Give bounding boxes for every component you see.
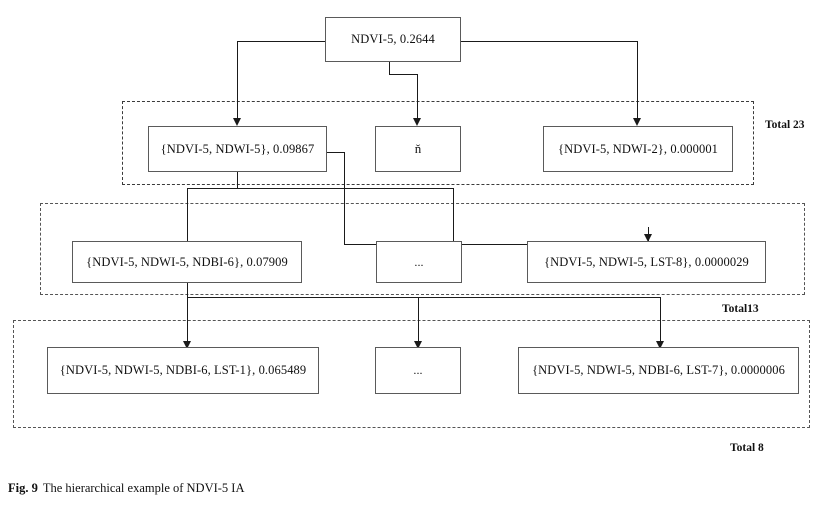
node-level3-lst8[interactable]: {NDVI-5, NDWI-5, LST-8}, 0.0000029 — [527, 241, 766, 283]
connector-l3-l4-left-drop — [187, 283, 188, 347]
arrowhead-l3-to-node-42 — [413, 341, 422, 349]
connector-root-mid-vertical-b — [417, 74, 418, 121]
connector-root-mid-horizontal — [389, 74, 418, 75]
node-level4-ellipsis[interactable]: ... — [375, 347, 461, 394]
figure-caption-text: The hierarchical example of NDVI-5 IA — [42, 481, 245, 495]
arrowhead-l3-to-node-41 — [182, 341, 191, 349]
node-level3-ellipsis[interactable]: ... — [376, 241, 462, 283]
connector-l3-l4-bus — [187, 297, 661, 298]
connector-l3-l4-mid-drop — [418, 297, 419, 347]
connector-root-left-vertical — [237, 41, 238, 121]
figure-number: Fig. 9 — [8, 481, 38, 495]
connector-root-mid-vertical-a — [389, 62, 390, 74]
node-level3-ndbi6[interactable]: {NDVI-5, NDWI-5, NDBI-6}, 0.07909 — [72, 241, 302, 283]
arrowhead-root-to-node-23 — [632, 118, 641, 126]
connector-root-right-vertical — [637, 41, 638, 121]
arrowhead-root-to-node-21 — [232, 118, 241, 126]
node-level2-placeholder[interactable]: ň — [375, 126, 461, 172]
connector-node21-right-stub — [327, 152, 345, 153]
connector-node21-right-drop — [344, 152, 345, 245]
connector-l2-l3-stem — [237, 172, 238, 188]
group-label-total-23: Total 23 — [765, 119, 805, 131]
group-label-total-13: Total13 — [722, 303, 759, 315]
arrowhead-l2-to-node-33 — [643, 234, 652, 242]
connector-l2-l3-bus-upper — [187, 188, 454, 189]
node-level4-lst7[interactable]: {NDVI-5, NDWI-5, NDBI-6, LST-7}, 0.00000… — [518, 347, 799, 394]
connector-l2-l3-left-drop — [187, 188, 188, 244]
group-label-total-8: Total 8 — [730, 442, 764, 454]
figure-caption: Fig. 9 The hierarchical example of NDVI-5… — [8, 481, 245, 496]
connector-l2-l3-mid-drop — [453, 188, 454, 244]
node-level2-ndvi5-ndwi2[interactable]: {NDVI-5, NDWI-2}, 0.000001 — [543, 126, 733, 172]
node-level4-lst1[interactable]: {NDVI-5, NDWI-5, NDBI-6, LST-1}, 0.06548… — [47, 347, 319, 394]
connector-l2-l3-bus-lower — [344, 244, 649, 245]
node-level2-ndvi5-ndwi5[interactable]: {NDVI-5, NDWI-5}, 0.09867 — [148, 126, 327, 172]
arrowhead-root-to-node-22 — [412, 118, 421, 126]
connector-root-left-horizontal — [237, 41, 326, 42]
node-root[interactable]: NDVI-5, 0.2644 — [325, 17, 461, 62]
connector-root-right-horizontal — [461, 41, 638, 42]
connector-l3-l4-right-drop — [660, 297, 661, 347]
arrowhead-l3-to-node-43 — [655, 341, 664, 349]
